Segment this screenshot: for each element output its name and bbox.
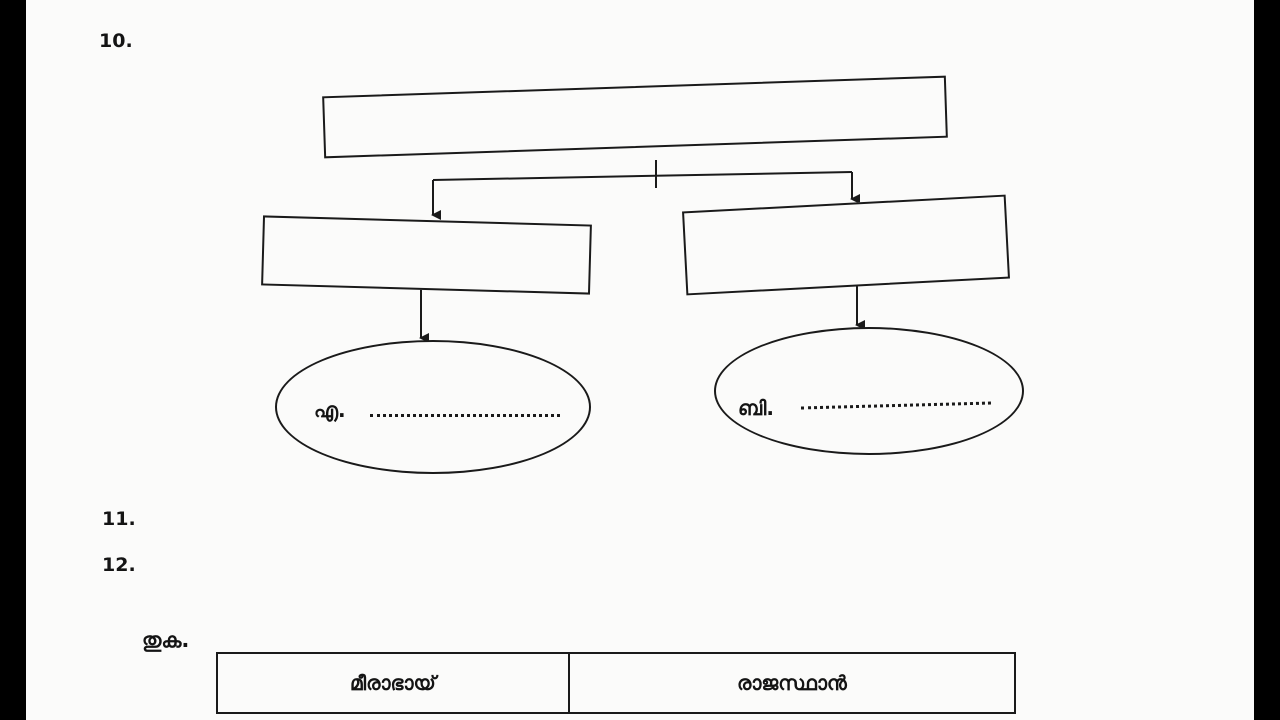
- flowchart-left-box: [261, 215, 592, 295]
- table-cell-name: മീരാഭായ്: [216, 652, 570, 714]
- answer-a-label: എ.: [314, 398, 346, 422]
- connector-branch: [432, 171, 853, 181]
- question-11-number: 11.: [102, 508, 136, 530]
- table-row: മീരാഭായ് രാജസ്ഥാൻ: [216, 652, 1017, 714]
- answer-b-ellipse: [714, 327, 1024, 455]
- question-12-text-line-3: തുക.: [142, 628, 190, 652]
- flowchart-connectors: [419, 160, 865, 343]
- exam-page: 10. എ. ബി. 11. 12. തുക.: [26, 0, 1254, 720]
- table-cell-state: രാജസ്ഥാൻ: [567, 652, 1017, 714]
- answer-a-blank-line: [370, 414, 560, 417]
- flowchart-right-box: [682, 194, 1010, 296]
- answer-a-ellipse: [275, 340, 591, 474]
- women-states-table: മീരാഭായ് രാജസ്ഥാൻ: [216, 652, 1017, 714]
- question-10-number: 10.: [99, 30, 133, 52]
- question-12-number: 12.: [102, 554, 136, 576]
- answer-b-label: ബി.: [738, 396, 774, 420]
